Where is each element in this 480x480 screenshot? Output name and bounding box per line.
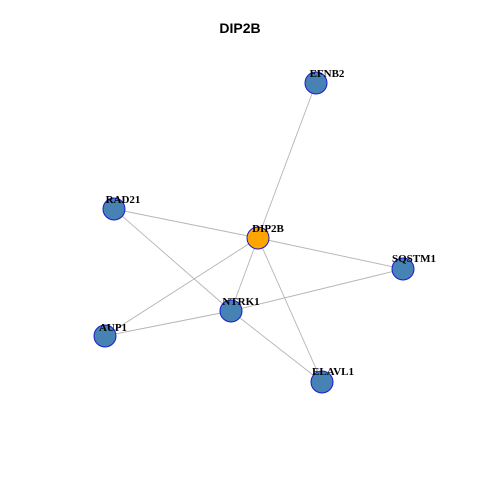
edge-dip2b-aup1 xyxy=(104,237,259,337)
node-label-ntrk1: NTRK1 xyxy=(222,296,259,308)
edge-dip2b-ntrk1 xyxy=(230,237,259,312)
node-elavl1: ELAVL1 xyxy=(310,366,354,394)
node-label-dip2b: DIP2B xyxy=(252,223,284,235)
edge-dip2b-efnb2 xyxy=(257,82,317,239)
edge-dip2b-elavl1 xyxy=(257,237,323,383)
node-circle-elavl1 xyxy=(310,370,334,394)
node-label-elavl1: ELAVL1 xyxy=(312,366,354,378)
node-circle-dip2b xyxy=(246,226,270,250)
edge-rad21-ntrk1 xyxy=(113,208,232,312)
node-label-aup1: AUP1 xyxy=(99,322,127,334)
edge-dip2b-rad21 xyxy=(113,208,259,239)
edge-dip2b-sqstm1 xyxy=(257,237,404,270)
edge-ntrk1-sqstm1 xyxy=(230,268,404,312)
figure-title: DIP2B xyxy=(219,20,261,36)
node-circle-rad21 xyxy=(102,197,126,221)
node-circle-ntrk1 xyxy=(219,299,243,323)
node-aup1: AUP1 xyxy=(93,322,127,348)
node-ntrk1: NTRK1 xyxy=(219,296,260,323)
node-label-rad21: RAD21 xyxy=(106,194,141,206)
node-label-sqstm1: SQSTM1 xyxy=(392,253,436,265)
node-efnb2: EFNB2 xyxy=(304,68,345,95)
edge-layer xyxy=(104,82,404,383)
node-label-efnb2: EFNB2 xyxy=(310,68,345,80)
edge-ntrk1-elavl1 xyxy=(230,310,323,383)
edge-ntrk1-aup1 xyxy=(104,310,232,337)
node-rad21: RAD21 xyxy=(102,194,141,221)
node-circle-sqstm1 xyxy=(391,257,415,281)
node-dip2b: DIP2B xyxy=(246,223,285,250)
node-sqstm1: SQSTM1 xyxy=(391,253,436,281)
node-circle-aup1 xyxy=(93,324,117,348)
node-circle-efnb2 xyxy=(304,71,328,95)
